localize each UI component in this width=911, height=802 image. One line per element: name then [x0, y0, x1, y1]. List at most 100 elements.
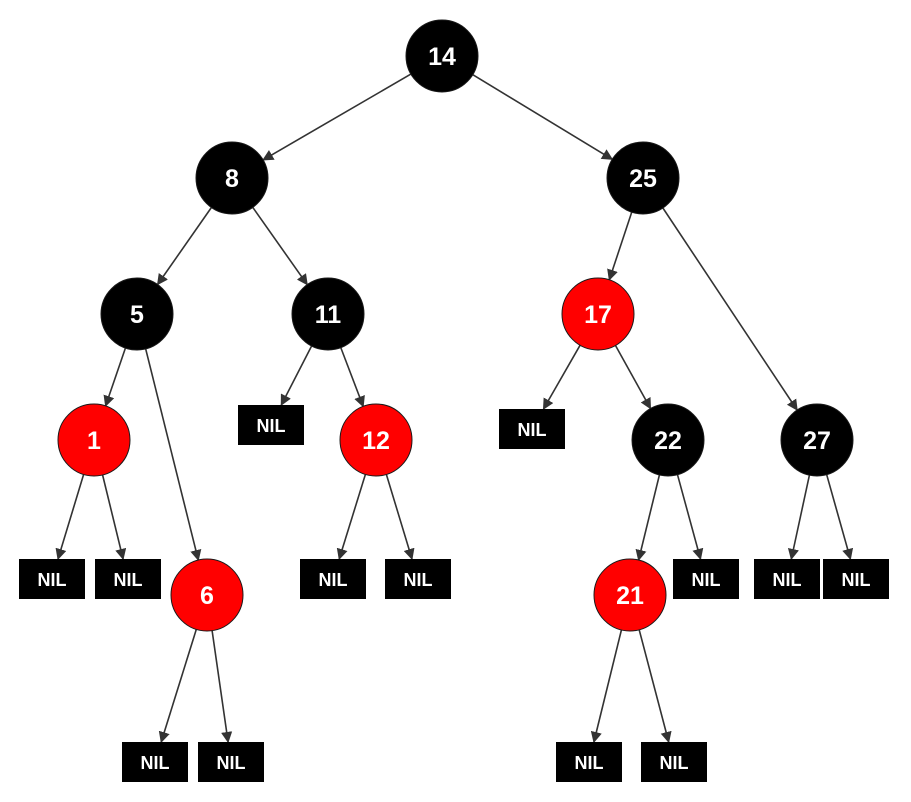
node-label: 25: [629, 165, 657, 193]
node-label: 14: [428, 43, 456, 71]
nil-label: NIL: [319, 570, 348, 590]
edge-6-to-nil-6-left: [158, 629, 198, 744]
tree-node-14: 14: [405, 19, 479, 93]
edge-11-to-12: [340, 347, 365, 408]
edge-1-to-nil-1-right: [101, 474, 127, 561]
edge-22-to-nil-22-right: [676, 474, 704, 561]
node-label: 11: [315, 301, 342, 329]
nil-box: [754, 559, 820, 599]
black-node-circle: [405, 19, 479, 93]
nil-leaf: NIL: [556, 742, 622, 782]
nil-leaf: NIL: [300, 559, 366, 599]
edge-25-to-27: [662, 207, 798, 411]
nil-leaf: NIL: [238, 405, 304, 445]
edge-6-to-nil-6-right: [211, 630, 233, 744]
edge-17-to-nil-17-left: [542, 344, 581, 410]
nil-label: NIL: [38, 570, 67, 590]
edge-5-to-1: [103, 347, 127, 407]
node-label: 17: [584, 301, 612, 329]
tree-node-6: 6: [170, 558, 244, 632]
tree-node-11: 11: [291, 277, 365, 351]
node-label: 6: [200, 582, 214, 610]
nil-label: NIL: [141, 753, 170, 773]
nil-box: [556, 742, 622, 782]
edge-1-to-nil-1-left: [55, 474, 85, 561]
nil-leaf: NIL: [499, 409, 565, 449]
black-node-circle: [291, 277, 365, 351]
nil-label: NIL: [518, 420, 547, 440]
nil-box: [641, 742, 707, 782]
nil-label: NIL: [257, 416, 286, 436]
tree-node-17: 17: [561, 277, 635, 351]
nil-box: [673, 559, 739, 599]
nil-leaf: NIL: [122, 742, 188, 782]
tree-node-5: 5: [100, 277, 174, 351]
nil-leaf: NIL: [198, 742, 264, 782]
edge-8-to-5: [156, 207, 213, 286]
nil-leaf: NIL: [673, 559, 739, 599]
nil-label: NIL: [114, 570, 143, 590]
nil-label: NIL: [575, 753, 604, 773]
tree-node-25: 25: [606, 141, 680, 215]
edge-14-to-8: [262, 73, 412, 161]
edge-22-to-21: [635, 474, 661, 562]
black-node-circle: [780, 403, 854, 477]
edge-8-to-11: [252, 206, 308, 286]
nil-leaf: NIL: [19, 559, 85, 599]
nil-box: [95, 559, 161, 599]
nil-leaf: NIL: [823, 559, 889, 599]
nil-leaf: NIL: [385, 559, 451, 599]
black-node-circle: [100, 277, 174, 351]
node-label: 5: [130, 301, 144, 329]
node-label: 27: [803, 427, 831, 455]
nil-label: NIL: [773, 570, 802, 590]
edge-11-to-nil-11-left: [280, 345, 313, 406]
tree-node-12: 12: [339, 403, 413, 477]
tree-node-8: 8: [195, 141, 269, 215]
nil-box: [19, 559, 85, 599]
nil-box: [122, 742, 188, 782]
node-label: 1: [87, 427, 101, 455]
nil-label: NIL: [404, 570, 433, 590]
nil-box: [238, 405, 304, 445]
edge-12-to-nil-12-left: [336, 474, 367, 561]
node-label: 21: [616, 582, 644, 610]
red-node-circle: [170, 558, 244, 632]
edge-21-to-nil-21-right: [638, 629, 672, 744]
edge-layer: [55, 73, 854, 744]
nil-label: NIL: [692, 570, 721, 590]
black-node-circle: [631, 403, 705, 477]
node-label: 12: [362, 427, 390, 455]
edge-17-to-22: [614, 345, 652, 410]
edge-14-to-25: [472, 74, 614, 160]
tree-node-27: 27: [780, 403, 854, 477]
tree-node-21: 21: [593, 558, 667, 632]
black-node-circle: [195, 141, 269, 215]
edge-5-to-6: [144, 348, 202, 562]
red-node-circle: [561, 277, 635, 351]
tree-node-1: 1: [57, 403, 131, 477]
nil-box: [499, 409, 565, 449]
node-label: 22: [654, 427, 682, 455]
nil-box: [198, 742, 264, 782]
red-node-circle: [593, 558, 667, 632]
edge-27-to-nil-27-left: [787, 475, 811, 561]
nil-leaf: NIL: [641, 742, 707, 782]
edge-12-to-nil-12-right: [385, 474, 415, 561]
red-node-circle: [57, 403, 131, 477]
nil-leaf: NIL: [754, 559, 820, 599]
node-label: 8: [225, 165, 239, 193]
black-node-circle: [606, 141, 680, 215]
edge-21-to-nil-21-left: [590, 629, 623, 744]
nil-label: NIL: [842, 570, 871, 590]
red-node-circle: [339, 403, 413, 477]
nil-label: NIL: [217, 753, 246, 773]
nil-box: [823, 559, 889, 599]
nil-box: [385, 559, 451, 599]
tree-node-22: 22: [631, 403, 705, 477]
nil-box: [300, 559, 366, 599]
edge-25-to-17: [607, 211, 633, 281]
